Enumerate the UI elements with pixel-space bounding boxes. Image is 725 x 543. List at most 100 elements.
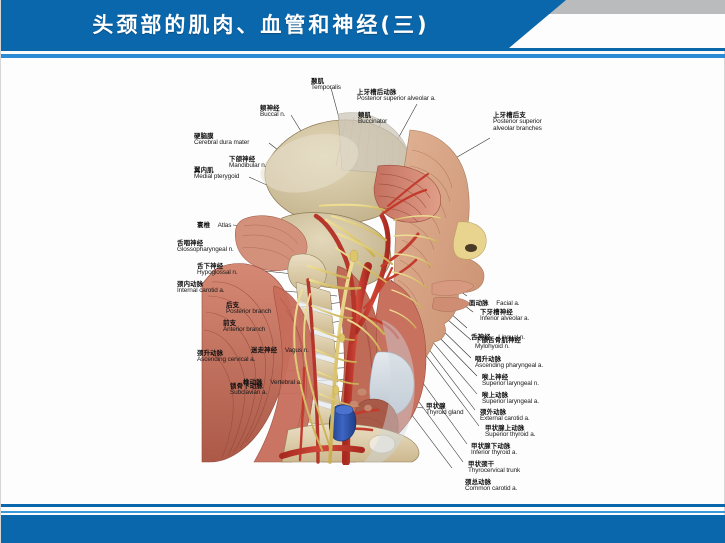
label-posterior-branch: 后支 Posterior branch [226,302,271,316]
header-blue-banner [1,0,566,48]
label-en: Atlas [217,222,232,229]
label-cn: 迷走神经 [251,346,278,354]
label-en: Inferior alveolar a. [480,315,530,323]
poster-header: 头颈部的肌肉、血管和神经(三) [1,0,725,48]
label-en: Anterior branch [223,326,266,334]
label-cn: 后支 [226,301,240,309]
label-atlas: 寰椎 Atlas [197,215,231,231]
label-en: Superior laryngeal n. [482,380,539,388]
label-mylohyoid-n: 下颌舌骨肌神经 Mylohyoid n. [475,337,521,351]
label-buccal-n: 颊神经 Buccal n. [260,105,285,119]
label-ascending-cervical-a: 颈升动脉 Ascending cervical a. [197,350,255,364]
label-cn: 面动脉 [469,299,489,307]
label-inferior-thyroid-a: 甲状腺下动脉 Inferior thyroid a. [471,443,517,457]
anatomy-illustration [196,70,496,465]
label-en: Internal carotid a. [177,287,225,295]
label-en: Thyrocervical trunk [468,467,521,475]
label-hypoglossal-n: 舌下神经 Hypoglossal n. [197,263,238,277]
label-common-carotid-a: 颈总动脉 Common carotid a. [465,479,517,493]
label-en: Temporalis [311,84,341,92]
label-cn: 颞肌 [311,77,325,85]
label-en: Ascending cervical a. [197,356,256,364]
label-subclavian-a: 锁骨下动脉 Subclavian a. [230,383,267,397]
label-cn: 颊神经 [260,104,280,112]
label-thyrocervical-trunk: 甲状颈干 Thyrocervical trunk [468,461,520,475]
label-superior-laryngeal-a: 喉上动脉 Superior laryngeal a. [482,392,539,406]
label-thyroid-gland: 甲状腺 Thyroid gland [426,402,464,417]
label-superior-thyroid-a: 甲状腺上动脉 Superior thyroid a. [485,425,535,439]
footer-rule-secondary [1,511,725,513]
label-cn: 颈总动脉 [465,478,492,486]
label-cn: 颈外动脉 [480,408,507,416]
label-cn: 上牙槽后动脉 [357,88,397,96]
label-en: Facial a. [496,300,520,307]
label-posterior-superior-alveolar-a: 上牙槽后动脉 Posterior superior alveolar a. [357,89,436,103]
label-cn: 下牙槽神经 [480,308,513,316]
footer-rule-primary [1,504,725,507]
label-cn: 甲状颈干 [468,460,495,468]
label-cn: 椎动脉 [243,378,263,386]
label-en: Subclavian a. [230,389,268,397]
label-facial-a: 面动脉 Facial a. [469,293,520,309]
label-buccinator: 颊肌 Buccinator [358,112,387,126]
label-en: Superior thyroid a. [485,431,536,439]
label-en: Mandibular n. [229,162,267,170]
label-vagus-n: 迷走神经 Vagus n. [251,340,309,356]
label-inferior-alveolar-a: 下牙槽神经 Inferior alveolar a. [480,309,529,323]
label-en: Medial pterygoid [194,173,240,181]
label-en: Lingual n. [498,334,525,341]
label-temporalis: 颞肌 Temporalis [311,78,341,92]
label-cn: 舌神经 [471,333,491,341]
label-en: External carotid a. [480,415,530,423]
label-cn: 硬脑膜 [194,132,214,140]
label-en: Common carotid a. [465,485,518,493]
label-cn: 舌下神经 [197,262,224,270]
label-en: Posterior superior [493,118,542,126]
page-title: 头颈部的肌肉、血管和神经(三) [92,13,430,37]
label-en: Superior laryngeal a. [482,398,539,406]
label-external-carotid-a: 颈外动脉 External carotid a. [480,409,530,423]
label-en: Vagus n. [284,347,309,354]
label-cn: 翼内肌 [194,166,214,174]
label-cn: 颊肌 [358,111,372,119]
label-cn: 咽升动脉 [475,355,502,363]
header-rule-primary [1,48,725,51]
label-en: Posterior superior alveolar a. [357,95,436,103]
label-cn: 寰椎 [197,221,211,229]
label-en: Thyroid gland [426,409,464,417]
label-cn: 颈内动脉 [177,280,204,288]
label-cn: 下颌舌骨肌神经 [475,336,522,344]
header-rule-secondary [1,54,725,58]
label-medial-pterygoid: 翼内肌 Medial pterygoid [194,167,239,181]
label-en: Cerebral dura mater [194,139,250,147]
footer-bar [1,515,725,543]
label-mandibular-n: 下颌神经 Mandibular n. [229,156,267,170]
label-ascending-pharyngeal-a: 咽升动脉 Ascending pharyngeal a. [475,356,543,370]
label-en: Buccinator [358,118,388,126]
label-cn: 甲状腺下动脉 [471,442,511,450]
label-en: Hypoglossal n. [197,269,238,277]
label-lingual-n: 舌神经 Lingual n. [471,327,525,343]
label-en: Posterior branch [226,308,272,316]
label-cn: 甲状腺 [426,402,446,410]
label-cerebral-dura-mater: 硬脑膜 Cerebral dura mater [194,133,249,147]
label-cn: 喉上神经 [482,373,509,381]
label-vertebral-a: 椎动脉 Vertebral a. [243,372,302,388]
label-en: Mylohyoid n. [475,343,510,351]
label-glossopharyngeal-n: 舌咽神经 Glossopharyngeal n. [177,240,234,254]
anatomy-plate: 颞肌 Temporalis 上牙槽后动脉 Posterior superior … [1,60,725,492]
label-cn: 前支 [223,319,237,327]
label-cn: 颈升动脉 [197,349,224,357]
label-en: Buccal n. [260,111,286,119]
label-cn: 锁骨下动脉 [230,382,263,390]
label-internal-carotid-a: 颈内动脉 Internal carotid a. [177,280,225,295]
label-cn: 甲状腺上动脉 [485,424,525,432]
label-posterior-superior-alveolar-branches: 上牙槽后支 Posterior superior alveolar branch… [493,112,542,133]
label-anterior-branch: 前支 Anterior branch [223,320,265,334]
label-en: Vertebral a. [270,379,302,386]
label-en: Inferior thyroid a. [471,449,518,457]
label-cn: 舌咽神经 [177,239,204,247]
label-en: Glossopharyngeal n. [177,246,234,254]
label-en: Ascending pharyngeal a. [475,362,544,370]
